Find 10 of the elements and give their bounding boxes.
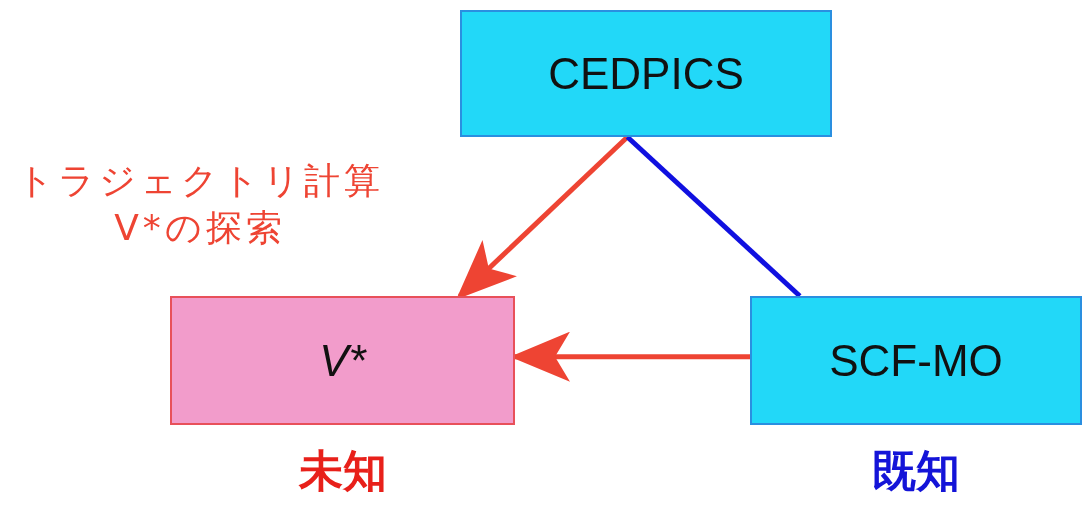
- node-label: V*: [319, 335, 366, 386]
- unknown-box: [170, 296, 515, 425]
- edge-label: トラジェクトリ計算V*の探索: [15, 159, 385, 250]
- status-label: 既知: [871, 444, 961, 498]
- connector-line: [625, 135, 802, 298]
- node-label: CEDPICS: [548, 48, 744, 99]
- process-box: [460, 10, 832, 137]
- node-label: SCF-MO: [829, 335, 1003, 386]
- process-box: [750, 296, 1082, 425]
- status-label: 未知: [297, 444, 388, 498]
